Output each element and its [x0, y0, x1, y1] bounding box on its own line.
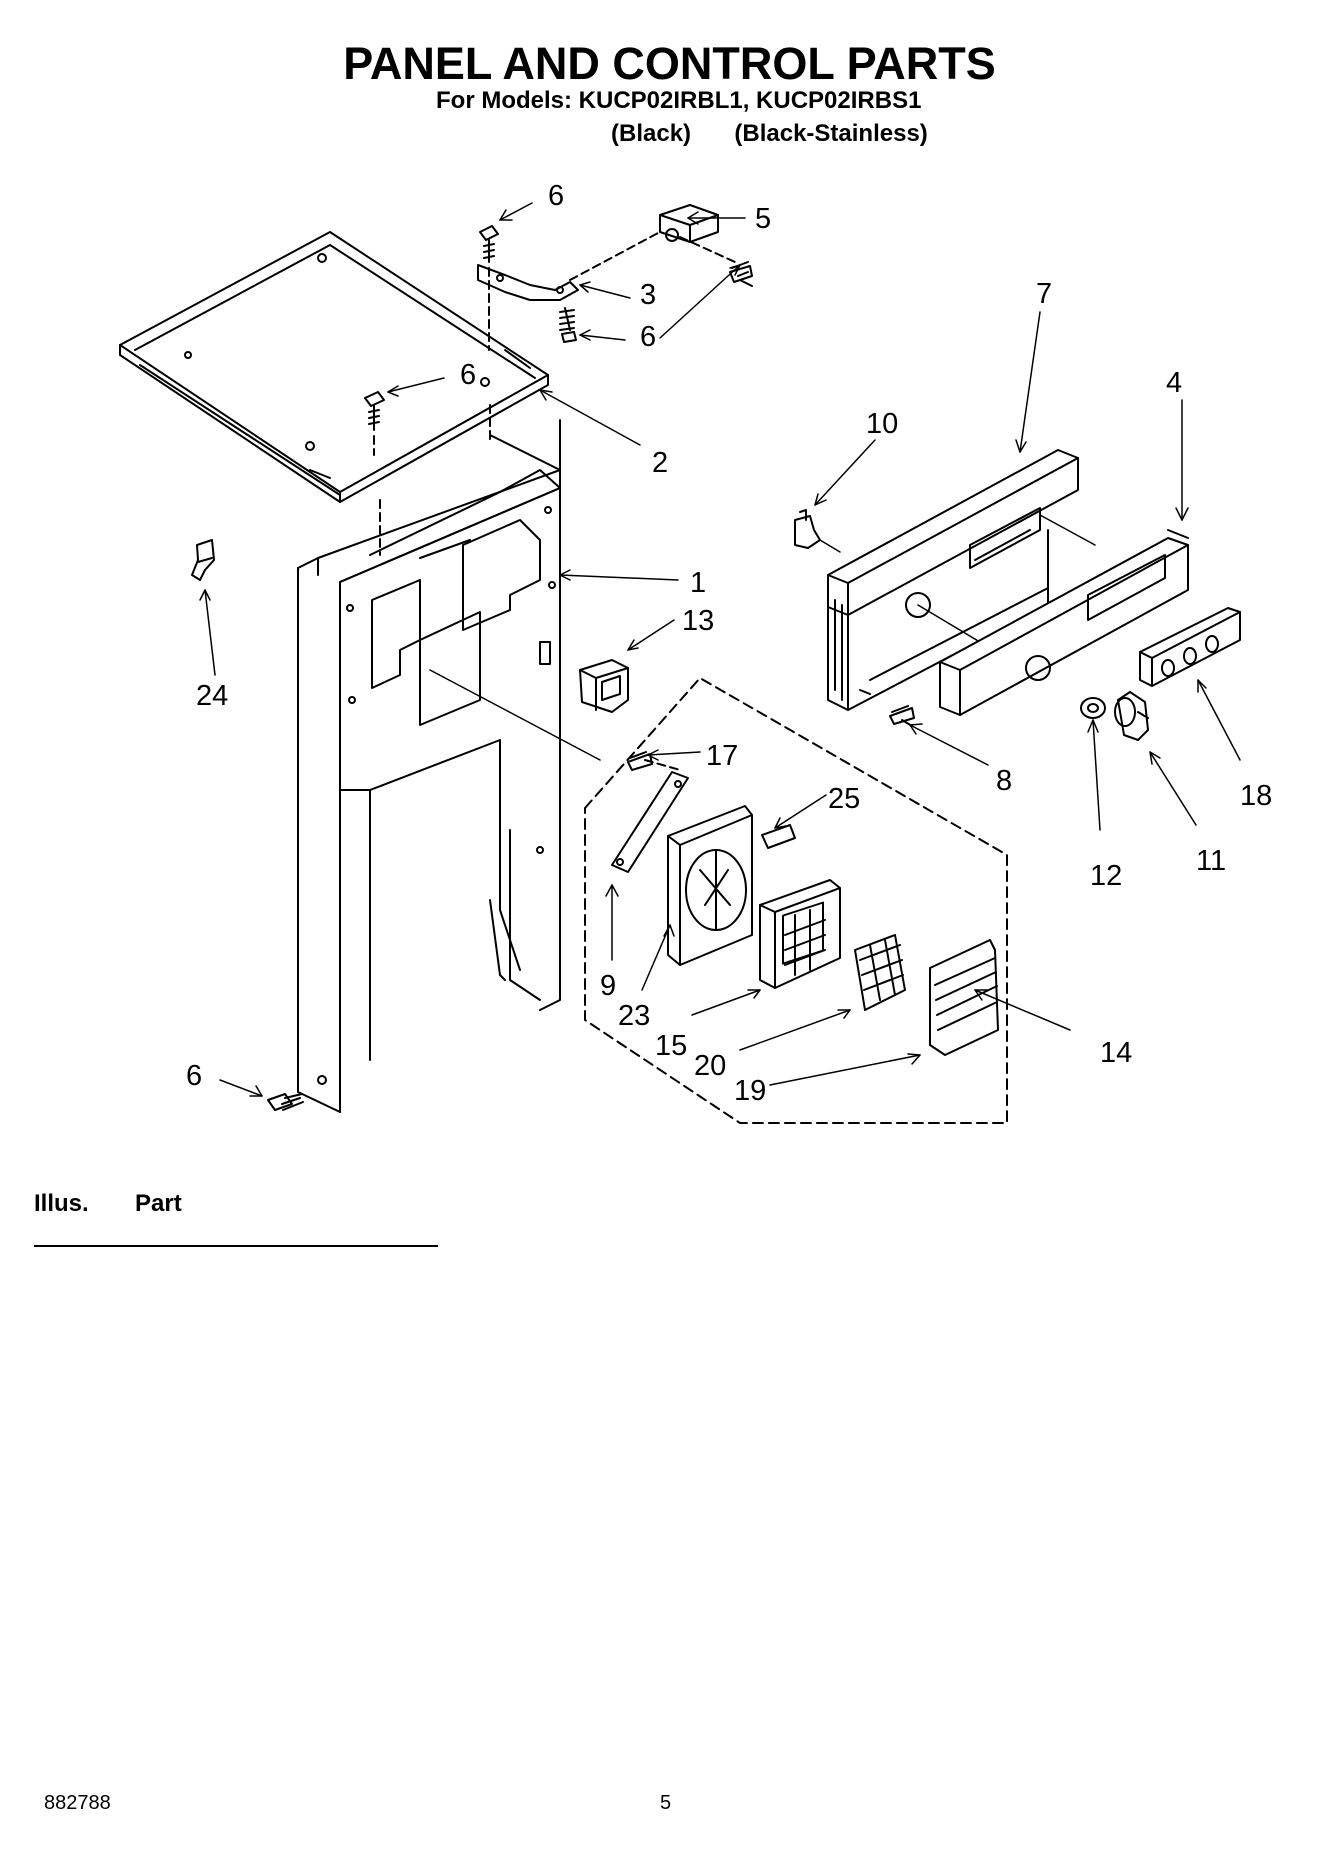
callout-3: 3 — [640, 279, 656, 311]
top-panel-part — [119, 231, 549, 503]
button-pad-part-18 — [1139, 607, 1241, 687]
screw-part-6-under-bracket — [559, 307, 577, 343]
callout-2: 2 — [652, 447, 668, 479]
callout-7: 7 — [1036, 278, 1052, 310]
clip-part-24 — [191, 539, 215, 581]
callout-11: 11 — [1196, 845, 1226, 877]
callout-arrows — [199, 202, 1241, 1097]
screw-part-6-right — [729, 261, 753, 287]
callout-13: 13 — [682, 605, 714, 637]
callout-23: 23 — [618, 1000, 650, 1032]
callout-6-panel: 6 — [460, 359, 476, 391]
callout-12: 12 — [1090, 860, 1122, 892]
callout-4: 4 — [1166, 367, 1182, 399]
screw-part-6-panel — [364, 391, 385, 456]
knob-part-11 — [1114, 691, 1149, 741]
callout-6-bottom: 6 — [186, 1060, 202, 1092]
callout-17: 17 — [706, 740, 738, 772]
trim-panel-part-4 — [939, 529, 1189, 716]
variant-black: (Black) — [611, 120, 692, 147]
switch-part-13 — [579, 659, 629, 713]
callout-5: 5 — [755, 203, 771, 235]
exploded-parts-diagram: 6 5 3 6 6 2 1 13 24 7 4 10 8 12 11 18 17… — [119, 180, 1272, 1124]
callout-10: 10 — [866, 408, 898, 440]
callout-6-bracket: 6 — [640, 321, 656, 353]
model-variants: (Black) (Black-Stainless) — [611, 120, 928, 148]
bracket-part-3 — [477, 231, 661, 301]
callout-8: 8 — [996, 765, 1012, 797]
clip-part-5 — [659, 204, 736, 263]
illus-column-header: Illus. — [34, 1190, 89, 1217]
header-rule — [34, 1245, 438, 1247]
page-number: 5 — [660, 1792, 672, 1814]
side-panel-part — [297, 404, 601, 1113]
models-line: For Models: KUCP02IRBL1, KUCP02IRBS1 — [436, 87, 922, 114]
screw-part-6-top — [479, 225, 499, 351]
callout-9: 9 — [600, 970, 616, 1002]
screw-part-6-bottom — [267, 1093, 304, 1111]
callout-25: 25 — [828, 783, 860, 815]
document-number: 882788 — [44, 1792, 111, 1814]
thermostat-part-10 — [794, 509, 841, 553]
nut-part-12 — [1080, 697, 1106, 719]
callout-20: 20 — [694, 1050, 726, 1082]
callout-24: 24 — [196, 680, 228, 712]
callout-6-top: 6 — [548, 180, 564, 212]
callout-19: 19 — [734, 1075, 766, 1107]
screw-part-8 — [889, 705, 915, 727]
page-title: PANEL AND CONTROL PARTS — [343, 38, 996, 89]
callout-14: 14 — [1100, 1037, 1132, 1069]
callout-15: 15 — [655, 1030, 687, 1062]
callout-1: 1 — [690, 567, 706, 599]
callout-labels: 6 5 3 6 6 2 1 13 24 7 4 10 8 12 11 18 17… — [186, 180, 1272, 1107]
part-column-header: Part — [135, 1190, 182, 1217]
callout-18: 18 — [1240, 780, 1272, 812]
variant-black-stainless: (Black-Stainless) — [734, 120, 928, 147]
fan-assembly-group — [584, 677, 1008, 1124]
